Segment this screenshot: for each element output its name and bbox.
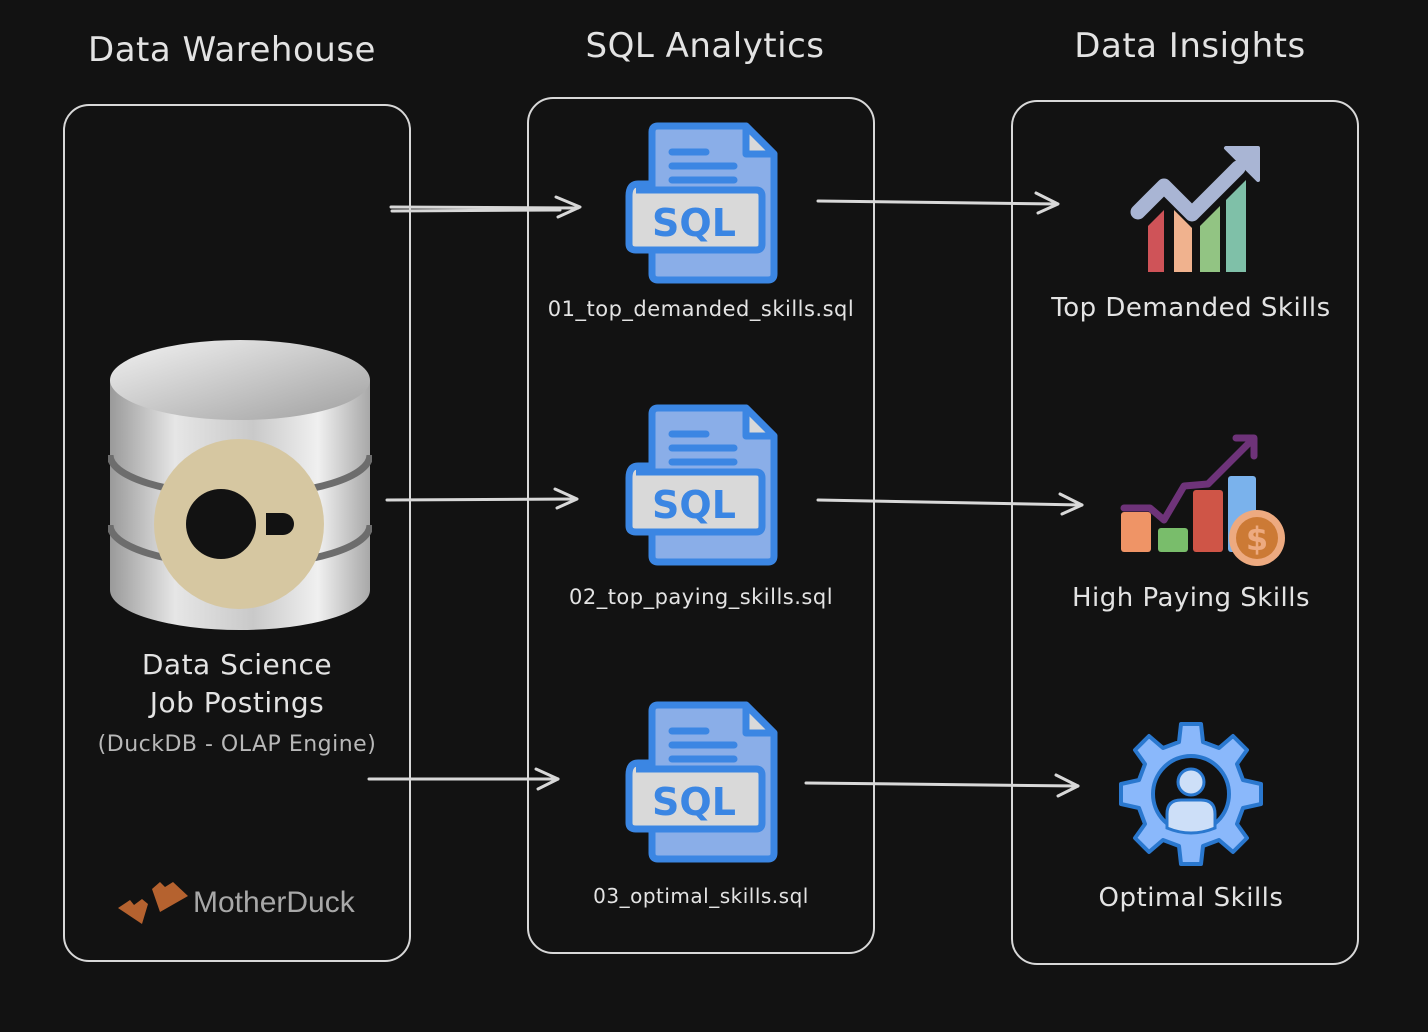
arrow-sql-to-insight-2 bbox=[816, 492, 1084, 516]
db-label-line2: Job Postings bbox=[149, 686, 325, 719]
sql-badge: SQL bbox=[652, 483, 736, 527]
db-label-line1: Data Science bbox=[141, 648, 333, 681]
insights-panel bbox=[1011, 100, 1359, 965]
sql-file-icon: SQL bbox=[624, 697, 778, 865]
insight-label-optimal: Optimal Skills bbox=[1098, 883, 1284, 913]
sql-file-name-2[interactable]: 02_top_paying_skills.sql bbox=[568, 585, 834, 609]
arrow-warehouse-to-sql-2 bbox=[385, 487, 579, 510]
motherduck-brand-text: MotherDuck bbox=[193, 886, 355, 919]
sql-file-icon: SQL bbox=[624, 118, 778, 286]
svg-text:$: $ bbox=[1246, 520, 1268, 558]
insights-title: Data Insights bbox=[1074, 26, 1306, 66]
sql-file-name-1[interactable]: 01_top_demanded_skills.sql bbox=[547, 297, 855, 321]
analytics-panel bbox=[527, 97, 875, 954]
gear-user-icon bbox=[1118, 722, 1264, 866]
database-cylinder-icon bbox=[106, 335, 374, 635]
arrow-sql-to-insight-3 bbox=[804, 773, 1080, 798]
sql-badge: SQL bbox=[652, 780, 736, 824]
duckdb-logo-icon bbox=[154, 439, 324, 609]
insight-label-top-demanded: Top Demanded Skills bbox=[1051, 293, 1331, 323]
warehouse-title: Data Warehouse bbox=[88, 30, 376, 70]
bar-chart-dollar-icon: $ bbox=[1118, 432, 1288, 572]
sql-badge: SQL bbox=[652, 201, 736, 245]
analytics-title: SQL Analytics bbox=[585, 26, 825, 66]
arrow-warehouse-to-sql-3 bbox=[367, 767, 560, 791]
motherduck-feet-icon bbox=[116, 872, 191, 928]
arrow-sql-to-insight-1 bbox=[816, 191, 1060, 215]
trending-bar-chart-icon bbox=[1130, 144, 1264, 276]
sql-file-name-3[interactable]: 03_optimal_skills.sql bbox=[593, 884, 809, 908]
arrow-warehouse-to-sql-1 bbox=[389, 195, 582, 219]
db-sublabel: (DuckDB - OLAP Engine) bbox=[97, 732, 377, 757]
insight-label-high-paying: High Paying Skills bbox=[1071, 583, 1311, 613]
sql-file-icon: SQL bbox=[624, 400, 778, 568]
warehouse-panel bbox=[63, 104, 411, 962]
